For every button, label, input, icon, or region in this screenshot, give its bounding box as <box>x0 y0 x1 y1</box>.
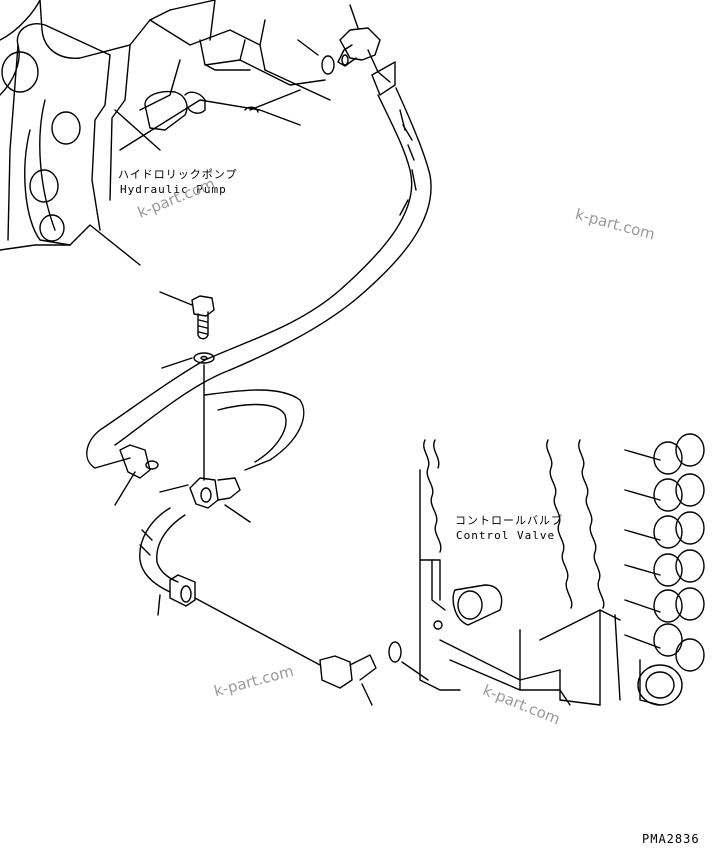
control-valve-label-jp: コントロールバルブ <box>455 514 563 527</box>
hydraulic-pump-label-jp: ハイドロリックポンプ <box>118 168 238 181</box>
drawing-code: PMA2836 <box>642 832 700 846</box>
control-valve-label-en: Control Valve <box>456 529 556 542</box>
hose-clamps <box>114 444 251 523</box>
lower-hose <box>139 507 429 706</box>
control-valve-drawing <box>419 433 705 706</box>
pump-side-fittings <box>249 4 396 111</box>
hydraulic-pump-label-en: Hydraulic Pump <box>120 183 227 196</box>
upper-hose <box>86 87 432 471</box>
hydraulic-pump-drawing <box>0 0 331 266</box>
bolt-and-washer <box>159 291 215 481</box>
